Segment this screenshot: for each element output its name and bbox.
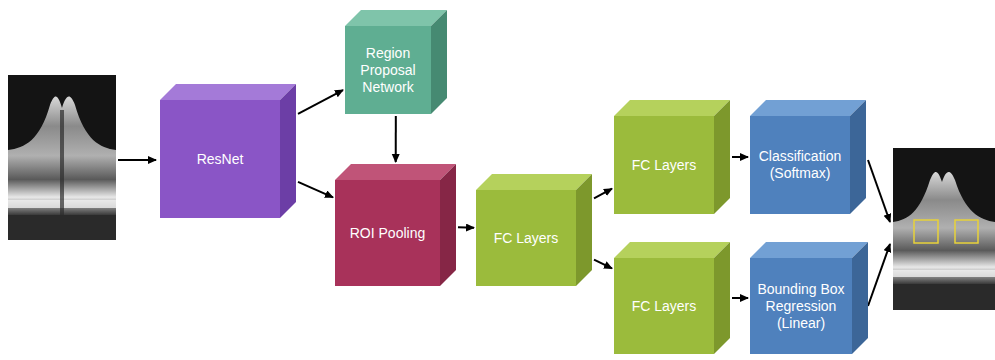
cube-face [852, 242, 868, 354]
cube-face [750, 100, 866, 116]
cube-face [614, 116, 714, 214]
flow-arrow [594, 260, 612, 269]
flow-arrow [298, 182, 333, 197]
flow-arrow [594, 189, 612, 199]
block-label: ResNet [160, 151, 280, 168]
input-arrow [118, 159, 156, 161]
cube-face [335, 180, 440, 286]
cube-face [476, 174, 592, 190]
oct-output-image [893, 148, 995, 310]
fc-block: FC Layers [476, 190, 576, 286]
cube-face [440, 164, 456, 286]
flow-arrow [458, 226, 474, 229]
proposal-block: Region Proposal Network [345, 26, 431, 114]
fc-block: FC Layers [614, 116, 714, 214]
text-holder: Bounding Box Regression (Linear) [750, 258, 852, 354]
backbone-block: ResNet [160, 100, 280, 218]
text-holder: FC Layers [614, 258, 714, 354]
text-holder: Region Proposal Network [345, 26, 431, 114]
block-label: ROI Pooling [335, 225, 440, 242]
output-block: Classification (Softmax) [750, 116, 850, 214]
cube-face [160, 100, 280, 218]
block-label: Bounding Box Regression (Linear) [750, 281, 852, 332]
cube-face [750, 242, 868, 258]
cube-face [614, 100, 730, 116]
block-label: FC Layers [614, 157, 714, 174]
flow-arrow [298, 90, 343, 114]
output-arrow [868, 244, 890, 306]
block-label: Region Proposal Network [345, 45, 431, 96]
block-label: FC Layers [476, 230, 576, 247]
pooling-block: ROI Pooling [335, 180, 440, 286]
flow-arrow [395, 116, 397, 162]
flow-arrow [732, 156, 748, 158]
cube-face [335, 164, 456, 180]
block-label: FC Layers [614, 298, 714, 315]
cube-face [476, 190, 576, 286]
output-block: Bounding Box Regression (Linear) [750, 258, 852, 354]
fc-block: FC Layers [614, 258, 714, 354]
text-holder: FC Layers [476, 190, 576, 286]
cube-face [160, 84, 296, 100]
flow-arrow [732, 297, 748, 299]
text-holder: ResNet [160, 100, 280, 218]
cube-face [280, 84, 296, 218]
text-holder: ROI Pooling [335, 180, 440, 286]
block-label: Classification (Softmax) [750, 148, 850, 182]
oct-input-image [8, 75, 116, 240]
cube-face [614, 258, 714, 354]
cube-face [576, 174, 592, 286]
cube-face [714, 100, 730, 214]
text-holder: Classification (Softmax) [750, 116, 850, 214]
text-holder: FC Layers [614, 116, 714, 214]
cube-face [345, 10, 447, 26]
cube-face [431, 10, 447, 114]
cube-face [345, 26, 431, 114]
cube-face [850, 100, 866, 214]
cube-face [750, 116, 850, 214]
output-arrow [868, 160, 890, 222]
cube-face [714, 242, 730, 354]
cube-face [750, 258, 852, 354]
cube-face [614, 242, 730, 258]
